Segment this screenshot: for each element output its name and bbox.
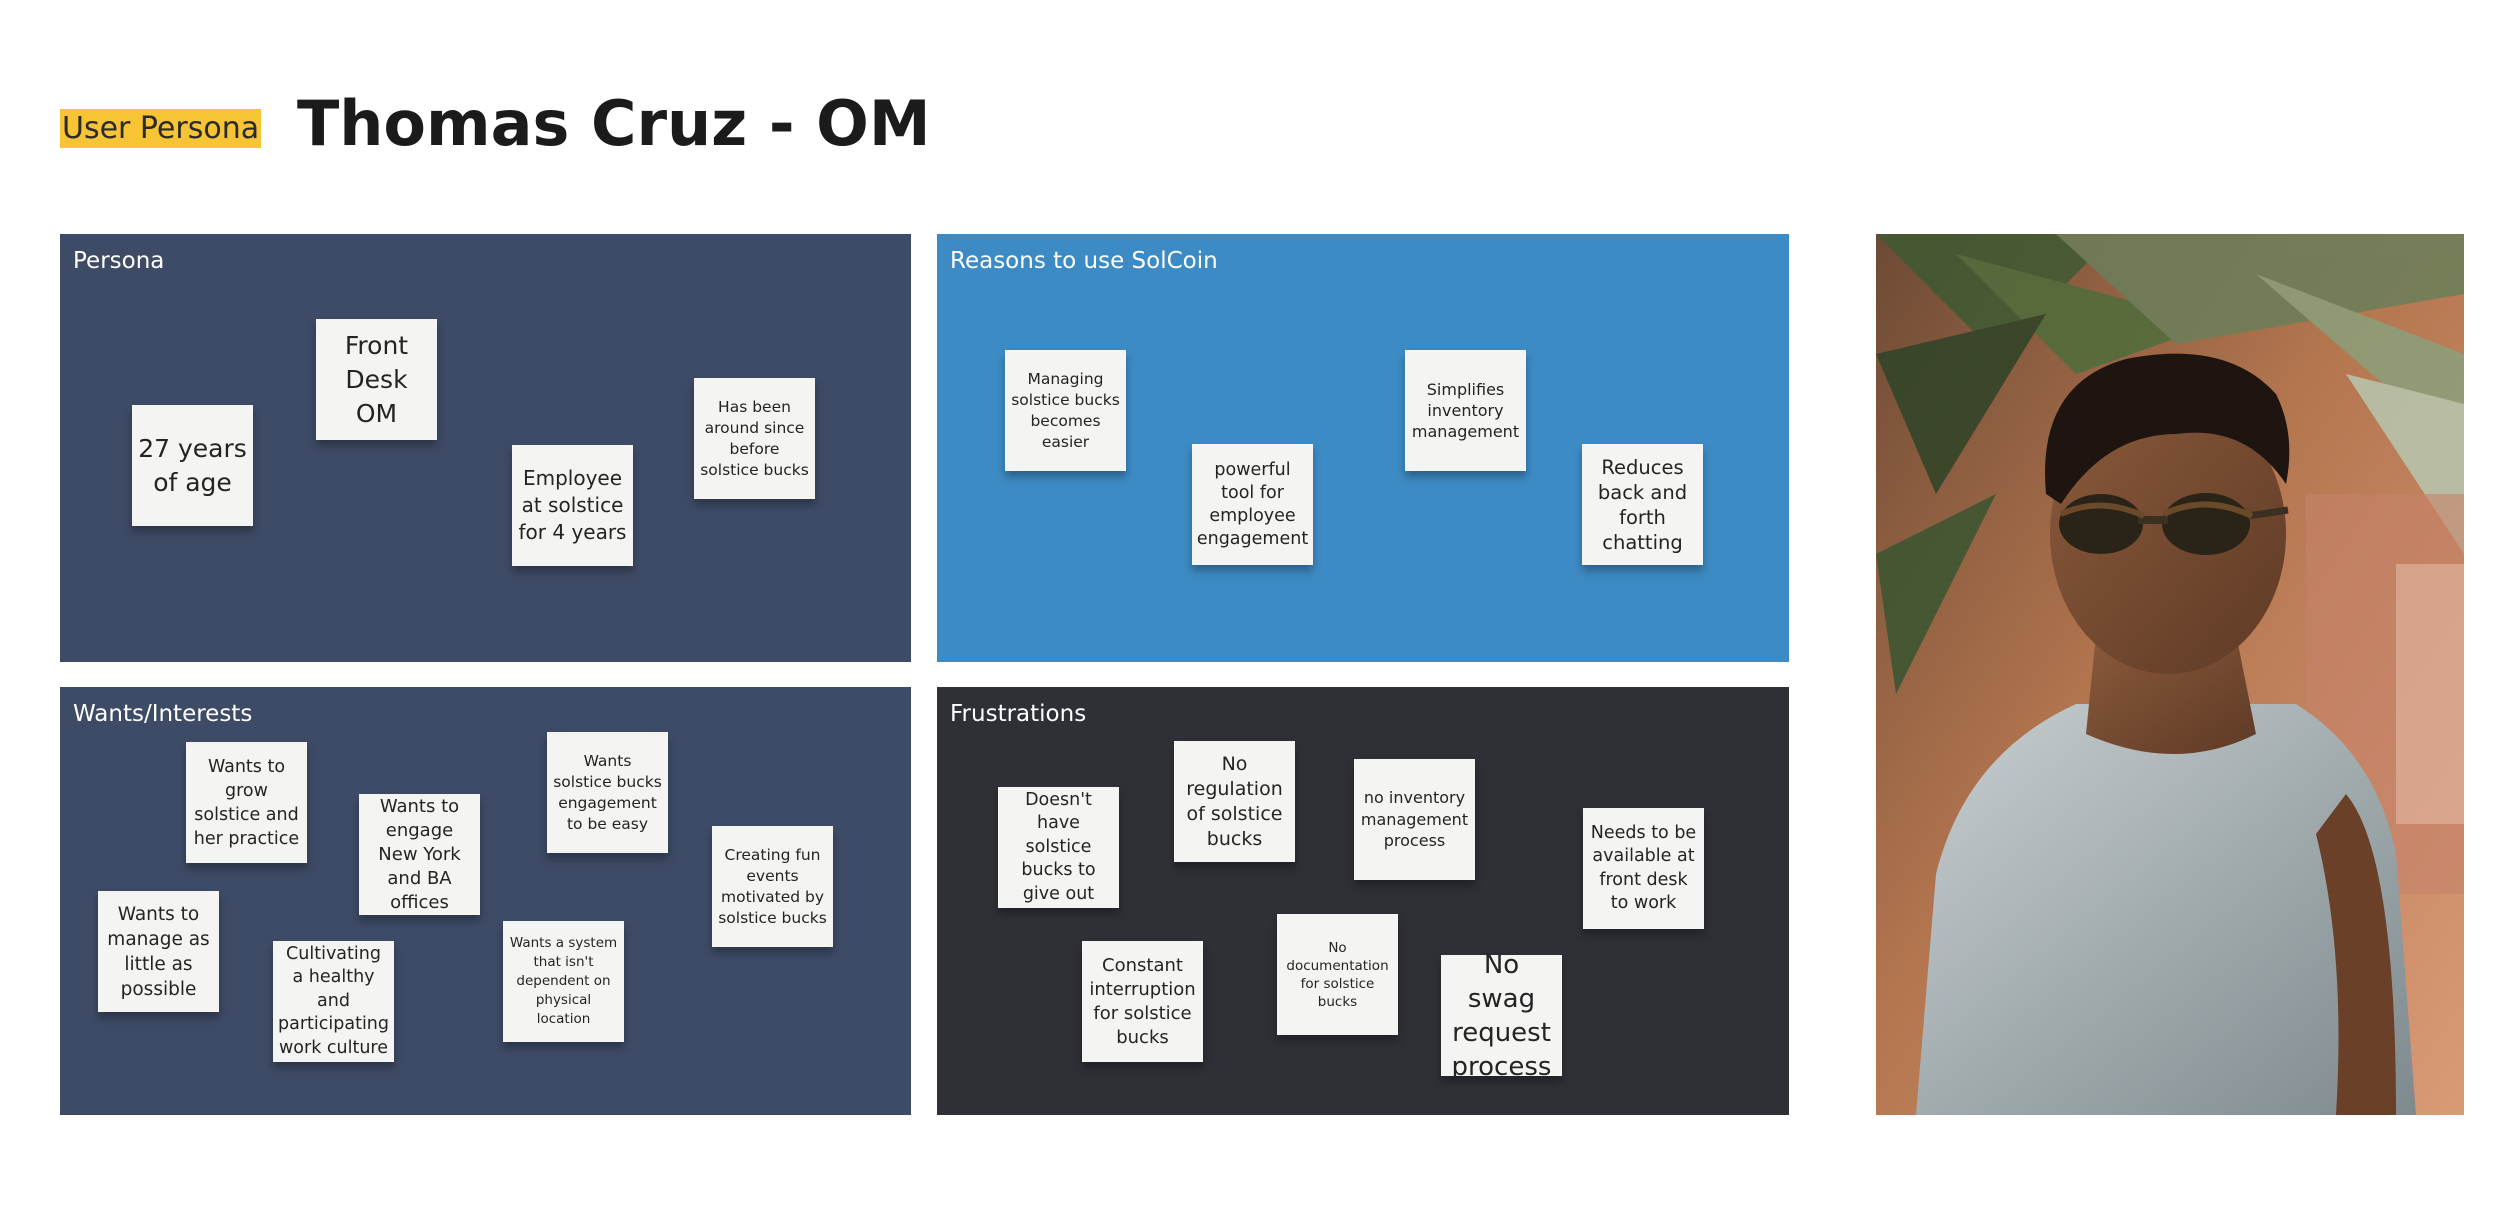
frame-title: Reasons to use SolCoin <box>950 248 1218 274</box>
sticky-note[interactable]: Has been around since before solstice bu… <box>694 378 815 499</box>
persona-photo[interactable] <box>1876 234 2464 1115</box>
sticky-note[interactable]: Simplifies inventory management <box>1405 350 1526 471</box>
sticky-note[interactable]: Wants to grow solstice and her practice <box>186 742 307 863</box>
sticky-note[interactable]: Cultivating a healthy and participating … <box>273 941 394 1062</box>
sticky-note[interactable]: No regulation of solstice bucks <box>1174 741 1295 862</box>
sticky-note[interactable]: No documentation for solstice bucks <box>1277 914 1398 1035</box>
user-persona-tag: User Persona <box>60 109 262 148</box>
frustrations-frame[interactable]: Frustrations Doesn't have solstice bucks… <box>937 687 1789 1115</box>
sticky-note[interactable]: Wants to engage New York and BA offices <box>359 794 480 915</box>
sticky-note[interactable]: Needs to be available at front desk to w… <box>1583 808 1704 929</box>
sticky-note[interactable]: Constant interruption for solstice bucks <box>1082 941 1203 1062</box>
sticky-note[interactable]: Managing solstice bucks becomes easier <box>1005 350 1126 471</box>
sticky-note[interactable]: Wants to manage as little as possible <box>98 891 219 1012</box>
sticky-note[interactable]: Employee at solstice for 4 years <box>512 445 633 566</box>
frame-title: Wants/Interests <box>73 701 253 727</box>
page-title: Thomas Cruz - OM <box>297 87 931 160</box>
frame-title: Persona <box>73 248 165 274</box>
sticky-note[interactable]: Creating fun events motivated by solstic… <box>712 826 833 947</box>
sticky-note[interactable]: Doesn't have solstice bucks to give out <box>998 787 1119 908</box>
wants-frame[interactable]: Wants/Interests Wants to grow solstice a… <box>60 687 911 1115</box>
sticky-note[interactable]: no inventory management process <box>1354 759 1475 880</box>
sticky-note[interactable]: 27 years of age <box>132 405 253 526</box>
sticky-note[interactable]: Wants solstice bucks engagement to be ea… <box>547 732 668 853</box>
sticky-note[interactable]: No swag request process <box>1441 950 1562 1082</box>
sticky-note[interactable]: powerful tool for employee engagement <box>1192 444 1313 565</box>
frame-title: Frustrations <box>950 701 1087 727</box>
sticky-note[interactable]: Reduces back and forth chatting <box>1582 444 1703 565</box>
reasons-frame[interactable]: Reasons to use SolCoin Managing solstice… <box>937 234 1789 662</box>
sticky-note[interactable]: Wants a system that isn't dependent on p… <box>503 921 624 1042</box>
sticky-note[interactable]: Front Desk OM <box>316 319 437 440</box>
persona-frame[interactable]: Persona 27 years of age Front Desk OM Em… <box>60 234 911 662</box>
persona-photo-image <box>1876 234 2464 1115</box>
